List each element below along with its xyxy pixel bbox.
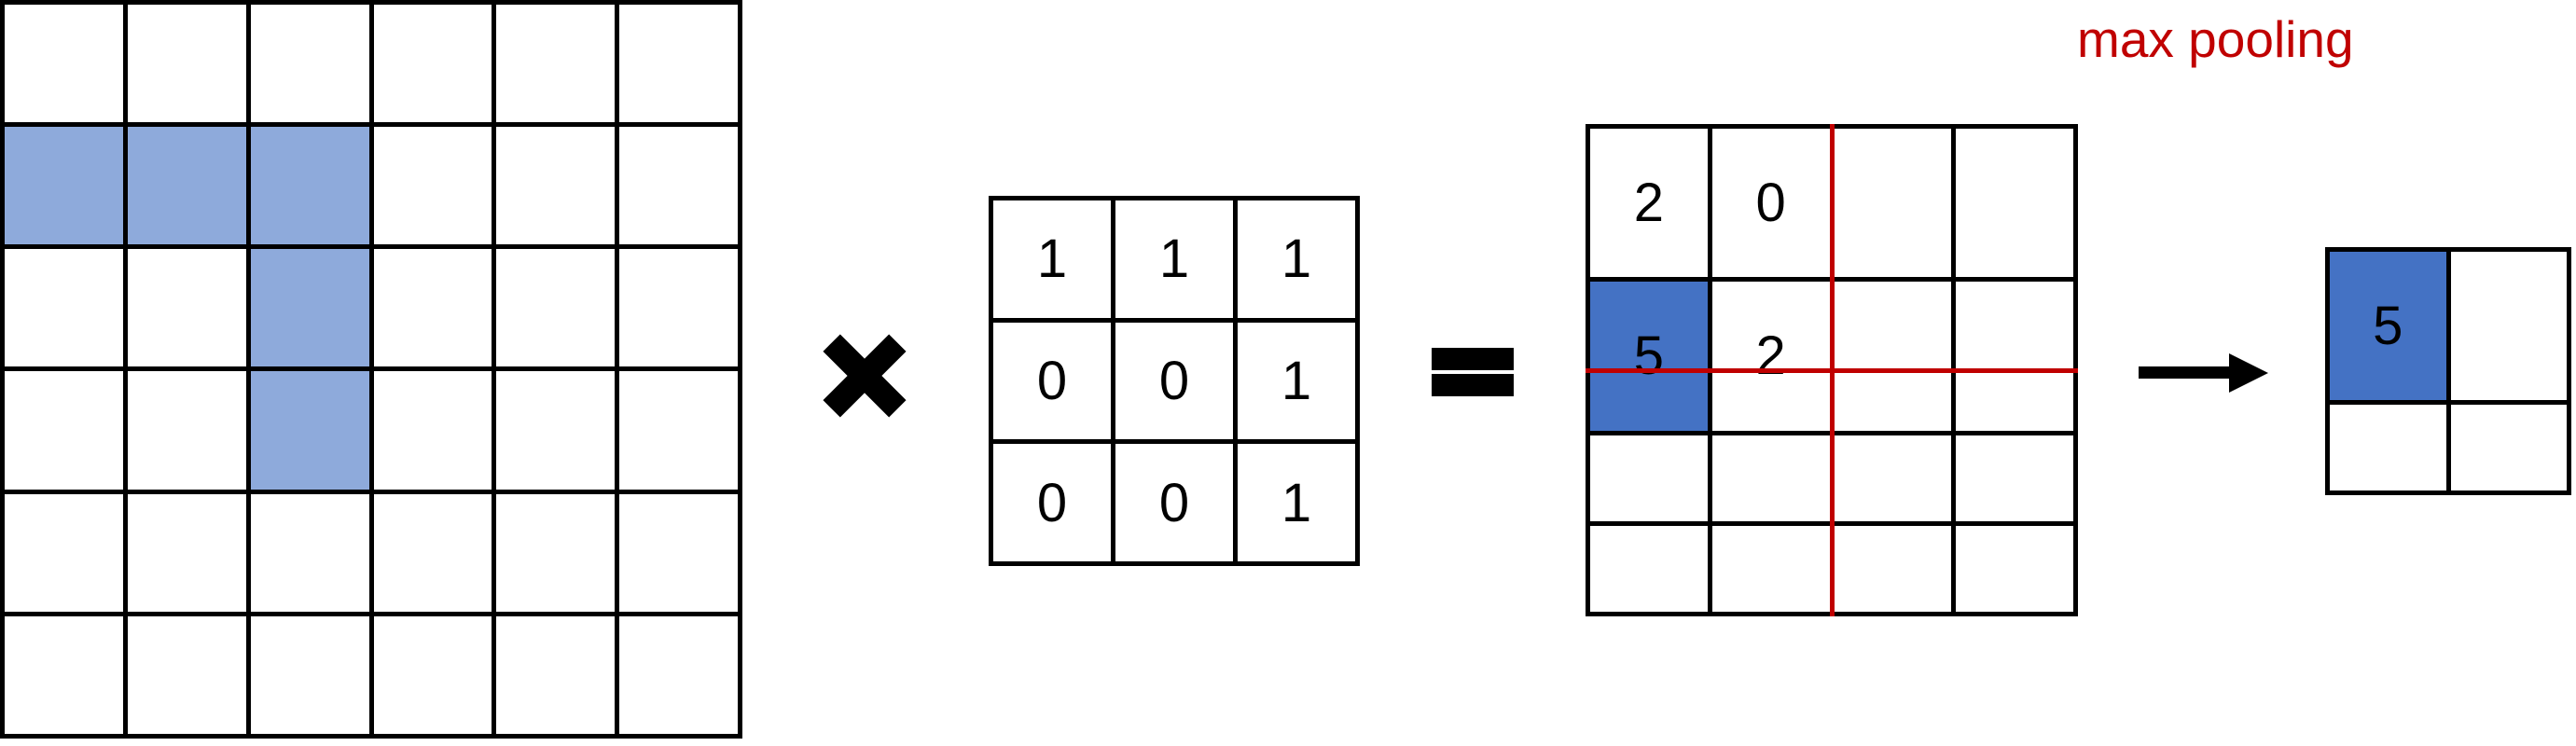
grid-cell: 5 [2330, 252, 2446, 400]
grid-cell [619, 371, 738, 490]
grid-cell [127, 249, 246, 367]
grid-cell: 5 [1590, 282, 1708, 431]
grid-cell [250, 5, 369, 123]
arrow-right-icon [2139, 353, 2268, 393]
grid-cell [373, 371, 492, 490]
grid-cell [619, 493, 738, 612]
grid-cell [2330, 405, 2446, 490]
grid-cell [1834, 282, 1952, 431]
grid-cell [496, 249, 616, 367]
grid-cell [5, 5, 123, 123]
grid-cell: 1 [1238, 322, 1355, 440]
grid-cell [373, 127, 492, 245]
grid-cell [619, 615, 738, 734]
grid-cell [1956, 129, 2073, 278]
grid-cell [127, 5, 246, 123]
grid-cell [250, 493, 369, 612]
grid-cell: 1 [1115, 200, 1233, 318]
arrow-shaft [2139, 366, 2232, 379]
grid-cell [250, 615, 369, 734]
grid-cell [127, 615, 246, 734]
grid-cell: 0 [1115, 322, 1233, 440]
grid-cell [5, 371, 123, 490]
grid-cell [1834, 435, 1952, 521]
grid-cell [373, 249, 492, 367]
grid-cell: 1 [1238, 444, 1355, 561]
grid-cell [1956, 282, 2073, 431]
grid-cell [619, 249, 738, 367]
grid-cell [1956, 525, 2073, 612]
grid-cell: 0 [993, 444, 1111, 561]
input-feature-grid [0, 0, 742, 739]
grid-cell [496, 127, 616, 245]
grid-cell: 0 [1115, 444, 1233, 561]
grid-cell [496, 493, 616, 612]
grid-cell [5, 249, 123, 367]
grid-cell: 2 [1711, 282, 1830, 431]
grid-cell [496, 5, 616, 123]
multiply-icon [822, 334, 907, 418]
pooling-divider-horizontal-line [1586, 367, 2078, 373]
grid-cell [2450, 405, 2567, 490]
grid-cell [496, 371, 616, 490]
grid-cell: 1 [993, 200, 1111, 318]
grid-cell [127, 127, 246, 245]
grid-cell [250, 371, 369, 490]
grid-cell [373, 615, 492, 734]
grid-cell [1834, 129, 1952, 278]
grid-cell [1711, 435, 1830, 521]
grid-cell [5, 127, 123, 245]
grid-cell [373, 5, 492, 123]
grid-cell [250, 249, 369, 367]
grid-cell: 1 [1238, 200, 1355, 318]
grid-cell [5, 493, 123, 612]
grid-cell [127, 493, 246, 612]
grid-cell [250, 127, 369, 245]
max-pooling-label: max pooling [2077, 10, 2354, 68]
grid-cell [619, 127, 738, 245]
grid-cell [5, 615, 123, 734]
grid-cell [1956, 435, 2073, 521]
equals-icon [1432, 348, 1514, 396]
grid-cell: 0 [993, 322, 1111, 440]
grid-cell [1590, 435, 1708, 521]
pooled-output-grid: 5 [2325, 247, 2571, 495]
grid-cell [1590, 525, 1708, 612]
grid-cell [619, 5, 738, 123]
grid-cell [496, 615, 616, 734]
grid-cell [1834, 525, 1952, 612]
arrow-head [2229, 353, 2268, 393]
grid-cell: 0 [1711, 129, 1830, 278]
grid-cell [373, 493, 492, 612]
equals-icon-bar [1432, 348, 1514, 370]
equals-icon-bar [1432, 374, 1514, 396]
grid-cell [1711, 525, 1830, 612]
grid-cell: 2 [1590, 129, 1708, 278]
grid-cell [2450, 252, 2567, 400]
grid-cell [127, 371, 246, 490]
